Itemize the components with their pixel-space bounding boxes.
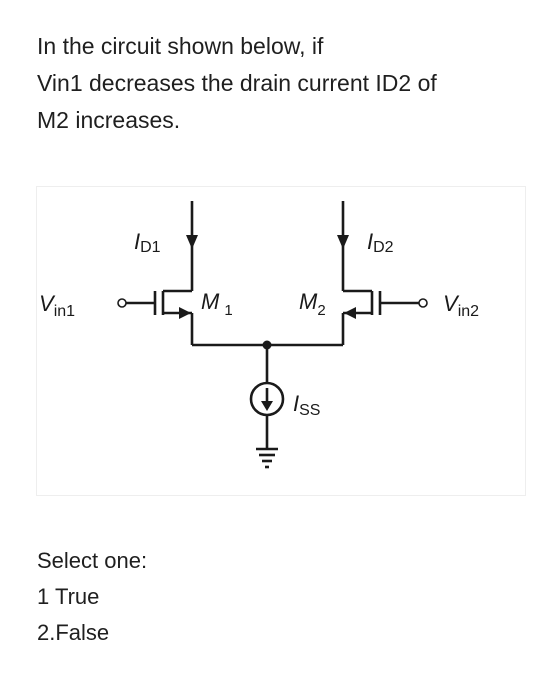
question-line-2: Vin1 decreases the drain current ID2 of — [37, 70, 437, 96]
select-prompt: Select one: — [37, 548, 148, 573]
vin2-terminal-icon — [418, 298, 428, 308]
vin2-label: Vin2 — [443, 291, 479, 320]
question-text: In the circuit shown below, if Vin1 decr… — [37, 28, 537, 139]
id2-arrow-icon — [337, 235, 349, 249]
id1-label: ID1 — [134, 229, 161, 256]
option-false[interactable]: 2.False — [37, 620, 110, 645]
m2-label: M2 — [299, 289, 326, 319]
iss-arrow-head-icon — [261, 401, 273, 411]
m2-source-arrow-icon — [344, 307, 356, 319]
answer-options: Select one: 1 True 2.False — [37, 543, 517, 651]
question-line-3: M2 increases. — [37, 107, 181, 133]
vin1-terminal-icon — [117, 298, 127, 308]
id2-label: ID2 — [367, 229, 394, 256]
m1-source-arrow-icon — [179, 307, 191, 319]
vin1-label: Vin1 — [39, 291, 75, 320]
question-line-1: In the circuit shown below, if — [37, 33, 324, 59]
iss-label: ISS — [293, 391, 320, 419]
id1-arrow-icon — [186, 235, 198, 249]
option-true[interactable]: 1 True — [37, 584, 100, 609]
